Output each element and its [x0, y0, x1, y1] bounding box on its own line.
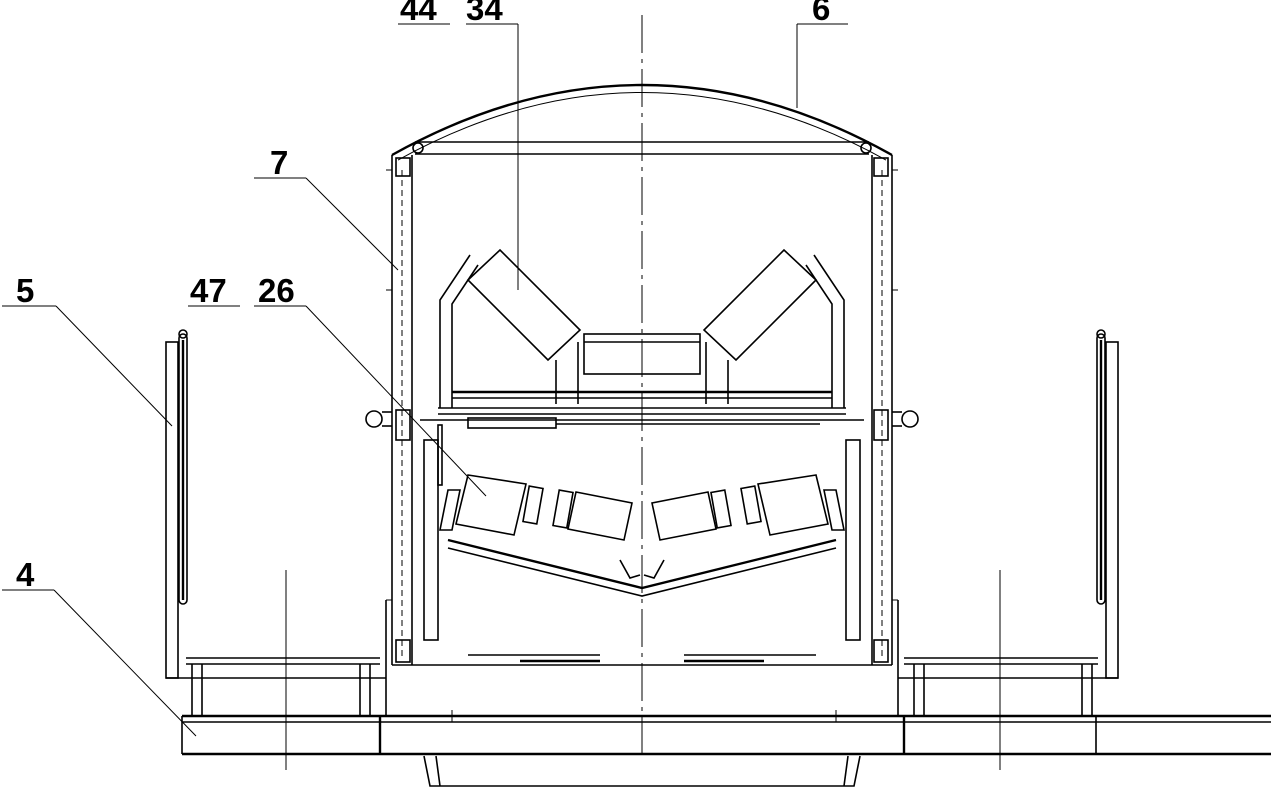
hood-cover	[391, 83, 893, 161]
leader-lines	[2, 23, 848, 737]
carrying-idler-set	[438, 248, 846, 415]
right-walkway	[898, 570, 1118, 770]
callout-label-5: 5	[16, 272, 34, 309]
callout-label-6: 6	[812, 0, 830, 27]
left-railing	[165, 329, 188, 679]
callout-label-4: 4	[16, 556, 35, 593]
callout-labels: 44 34 6 7 5 47 26 4	[16, 0, 830, 593]
callout-label-47: 47	[190, 272, 227, 309]
left-frame-column	[386, 155, 443, 665]
callout-label-7: 7	[270, 144, 288, 181]
left-walkway	[166, 570, 386, 770]
callout-label-26: 26	[258, 272, 295, 309]
return-idler-set	[420, 417, 864, 663]
callout-label-34: 34	[466, 0, 503, 27]
right-railing	[1096, 329, 1119, 679]
right-frame-column	[845, 155, 898, 665]
callout-label-44: 44	[400, 0, 437, 27]
base-frame	[181, 600, 1271, 787]
lifting-lugs	[365, 410, 919, 428]
